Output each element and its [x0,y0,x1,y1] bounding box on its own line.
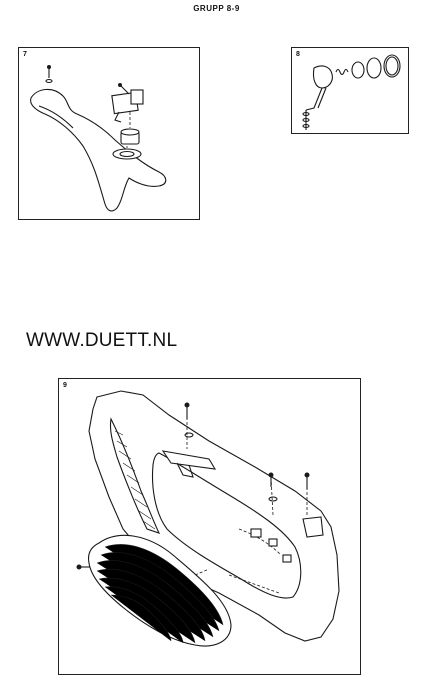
figure-8-drawing [302,54,401,130]
figure-9-panel: 9 [58,378,361,675]
figure-7-drawing [30,65,167,212]
figure-8-panel: 8 [291,47,409,134]
figure-7-panel: 7 [18,47,200,220]
figure-9-drawing [76,390,340,647]
page-title: GRUPP 8-9 [193,4,240,13]
figure-number: 8 [296,51,300,58]
watermark-text: WWW.DUETT.NL [26,330,178,351]
figure-number: 7 [23,51,27,58]
figure-number: 9 [63,382,67,389]
